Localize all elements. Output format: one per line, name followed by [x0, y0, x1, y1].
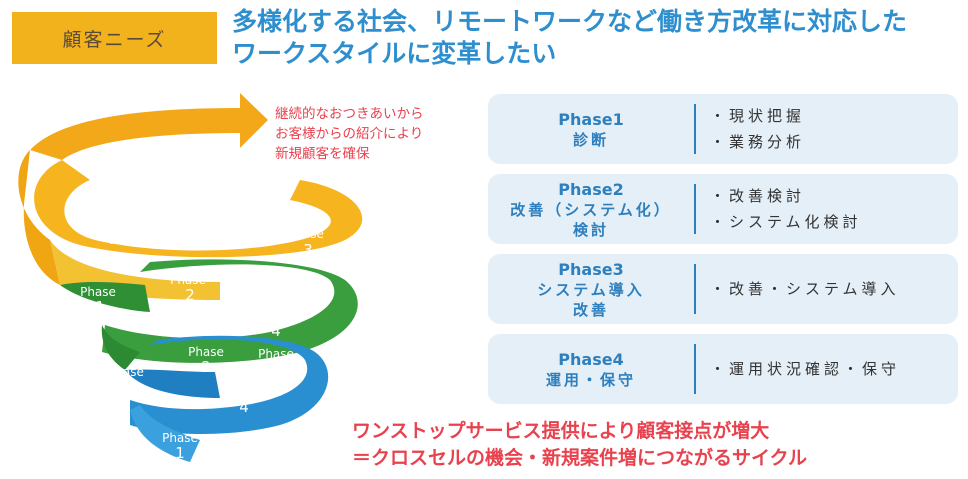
phase-item: ・業務分析 [710, 133, 806, 151]
headline: 多様化する社会、リモートワークなど働き方改革に対応した ワークスタイルに変革した… [232, 6, 952, 70]
badge-label: 顧客ニーズ [62, 28, 167, 51]
spiral-ring-yellow-shadow [18, 150, 60, 285]
arrow-note: 継続的なおつきあいから お客様からの紹介により 新規顧客を確保 [275, 104, 485, 164]
phase-card-2-title: Phase2 改善（システム化） 検討 [488, 174, 694, 244]
arrow-note-line-2: お客様からの紹介により [275, 126, 424, 142]
spiral-labels: Phase 2 Phase 4 Phase 3 Phase 1 Phase 2 … [80, 187, 324, 462]
headline-line-2: ワークスタイルに変革したい [232, 39, 557, 68]
spiral-label-blue-4: 4 [239, 398, 249, 416]
phase-card-4-items: ・運用状況確認・保守 [710, 334, 900, 404]
spiral-ring-blue [130, 335, 329, 435]
spiral-phase-word: Phase [256, 309, 292, 323]
spiral-label-blue-3: 3 [273, 360, 283, 378]
phase-spiral-diagram: Phase 2 Phase 4 Phase 3 Phase 1 Phase 2 … [18, 93, 363, 462]
phase-card-3-items: ・改善・システム導入 [710, 254, 900, 324]
spiral-phase-word: Phase [258, 347, 294, 361]
phase-card-4-title: Phase4 運用・保守 [488, 334, 694, 404]
phase-name: Phase1 [558, 109, 624, 129]
phase-card-3-title: Phase3 システム導入 改善 [488, 254, 694, 324]
spiral-label-green-3: 3 [293, 286, 303, 304]
spiral-phase-word: Phase [288, 227, 324, 241]
headline-line-1: 多様化する社会、リモートワークなど働き方改革に対応した [232, 7, 908, 36]
spiral-phase-word: Phase [108, 365, 144, 379]
bottom-note: ワンストップサービス提供により顧客接点が増大 ＝クロスセルの機会・新規案件増につ… [352, 418, 952, 472]
spiral-phase-word: Phase [226, 385, 262, 399]
spiral-ring-green-edge [101, 325, 140, 370]
spiral-phase-word: Phase [278, 273, 314, 287]
phase-item: ・改善・システム導入 [710, 280, 900, 298]
phase-desc: 改善 [572, 300, 609, 319]
spiral-phase-word: Phase [162, 431, 198, 445]
phase-divider [694, 184, 696, 234]
spiral-phase-word: Phase [86, 215, 122, 229]
phase-name: Phase4 [558, 349, 624, 369]
phase-item: ・運用状況確認・保守 [710, 360, 901, 378]
spiral-label-blue-1: 1 [123, 378, 133, 396]
phase-name: Phase3 [558, 259, 624, 279]
phase-desc: 検討 [572, 220, 609, 239]
phase-divider [694, 104, 696, 154]
phase-divider [694, 344, 696, 394]
spiral-ring-green-inner [60, 281, 150, 312]
spiral-label-yellow-4: 4 [105, 230, 115, 248]
spiral-label-yellow-1: 1 [95, 298, 105, 316]
phase-desc: 運用・保守 [545, 370, 636, 389]
spiral-label-bottom-1: 1 [175, 444, 185, 462]
spiral-phase-word: Phase [188, 345, 224, 359]
spiral-ring-green [102, 259, 358, 363]
arrow-note-line-1: 継続的なおつきあいから [275, 106, 424, 122]
bottom-note-line-2: ＝クロスセルの機会・新規案件増につながるサイクル [352, 447, 808, 469]
bottom-note-line-1: ワンストップサービス提供により顧客接点が増大 [352, 420, 770, 442]
spiral-tail-blue [130, 405, 200, 462]
phase-card-2-items: ・改善検討 ・システム化検討 [710, 174, 862, 244]
spiral-label-blue-2: 2 [201, 358, 211, 376]
phase-desc: 改善（システム化） [510, 200, 672, 219]
spiral-label-yellow-3: 3 [303, 241, 313, 259]
spiral-ring-blue-inner [125, 369, 220, 398]
spiral-ring-yellow [34, 160, 363, 258]
arrow-note-line-3: 新規顧客を確保 [275, 146, 370, 162]
phase-card-2: Phase2 改善（システム化） 検討 ・改善検討 ・システム化検討 [488, 174, 958, 244]
spiral-phase-word: Phase [204, 187, 240, 201]
phase-card-1-title: Phase1 診断 [488, 94, 694, 164]
phase-card-3: Phase3 システム導入 改善 ・改善・システム導入 [488, 254, 958, 324]
phase-card-1-items: ・現状把握 ・業務分析 [710, 94, 805, 164]
phase-item: ・システム化検討 [710, 213, 862, 231]
spiral-phase-word: Phase [80, 285, 116, 299]
phase-name: Phase2 [558, 179, 624, 199]
phase-desc: システム導入 [537, 280, 645, 299]
spiral-label-green-2: 2 [185, 286, 195, 304]
phase-item: ・現状把握 [710, 107, 806, 125]
cycle-arrow [30, 93, 268, 160]
phase-card-4: Phase4 運用・保守 ・運用状況確認・保守 [488, 334, 958, 404]
phase-item: ・改善検討 [710, 187, 806, 205]
spiral-phase-word: Phase [170, 273, 206, 287]
customer-needs-badge: 顧客ニーズ [12, 12, 217, 64]
phase-desc: 診断 [572, 130, 609, 149]
phase-divider [694, 264, 696, 314]
phase-card-1: Phase1 診断 ・現状把握 ・業務分析 [488, 94, 958, 164]
spiral-label-yellow-2: 2 [219, 200, 229, 218]
spiral-label-green-4: 4 [271, 322, 281, 340]
